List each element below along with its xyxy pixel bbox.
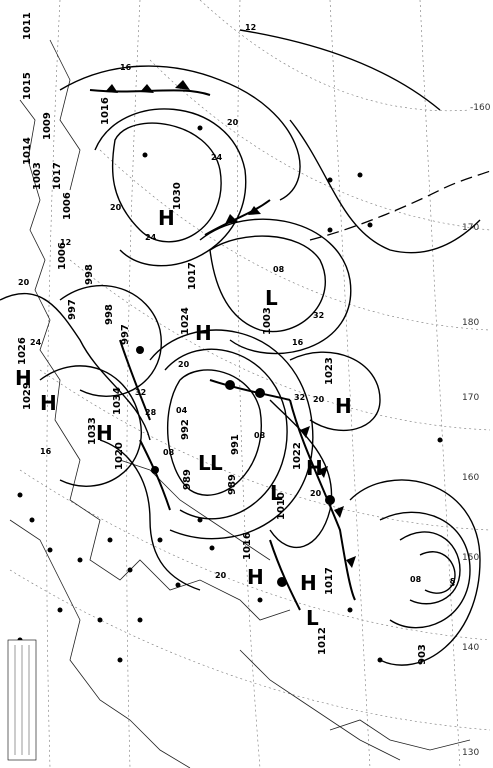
center-value: 989 (227, 474, 238, 495)
lon-label-6: 150 (462, 553, 479, 563)
center-value: 1020 (114, 442, 125, 470)
front-symbols (105, 80, 356, 587)
isobar-label: 20 (313, 395, 325, 404)
isobar-label: 32 (294, 393, 305, 402)
center-value: 1012 (317, 627, 328, 655)
low-center-marker: L (306, 606, 319, 630)
high-center-marker: H (335, 394, 352, 418)
center-value: 1006 (57, 242, 68, 270)
center-value: 1016 (100, 97, 111, 125)
map-info-box (7, 639, 37, 761)
lon-label-8: 130 (462, 748, 479, 758)
lon-label-4: 170 (462, 393, 479, 403)
isobar-label: 16 (40, 447, 52, 456)
lon-label-5: 160 (462, 473, 479, 483)
center-value: 992 (180, 419, 191, 440)
high-center-marker: H (15, 366, 32, 390)
center-value: 1026 (17, 337, 28, 365)
isobar-label: 12 (245, 23, 256, 32)
isobar-label: 20 (18, 278, 30, 287)
low-center-marker: L (198, 451, 211, 475)
low-center-marker: L (270, 481, 283, 505)
isobar-label: 08 (163, 448, 175, 457)
isobar-label: 20 (310, 489, 322, 498)
center-value: 1023 (324, 357, 335, 385)
high-center-marker: H (158, 206, 175, 230)
isobar-label: 16 (292, 338, 304, 347)
trough-line (309, 169, 493, 241)
low-center-marker: L (265, 286, 278, 310)
center-value: 1017 (187, 262, 198, 290)
isobar-label: 24 (30, 338, 42, 347)
center-value: 1015 (22, 72, 33, 100)
center-value: 997 (67, 299, 78, 320)
station-observations (17, 125, 443, 663)
center-value: 1006 (62, 192, 73, 220)
isobar-label: 20 (215, 571, 227, 580)
graticule (9, 0, 491, 768)
center-value: 989 (182, 469, 193, 490)
isobar-label: 04 (176, 406, 188, 415)
high-center-marker: H (96, 421, 113, 445)
typhoon-symbol: § (450, 577, 455, 588)
center-value: 1011 (22, 12, 33, 40)
high-center-marker: H (247, 565, 264, 589)
center-value: 903 (417, 644, 428, 665)
isobar-label: 12 (60, 238, 71, 247)
center-value: 997 (120, 324, 131, 345)
high-center-marker: H (40, 391, 57, 415)
isobar-label: 08 (254, 431, 266, 440)
center-value: 1014 (22, 137, 33, 165)
isobar-label: 20 (227, 118, 239, 127)
isobar-label: 28 (145, 408, 157, 417)
center-value: 1010 (276, 492, 287, 520)
center-value: 1030 (172, 182, 183, 210)
isobar-label: 08 (273, 265, 285, 274)
center-value: 991 (230, 434, 241, 455)
isobar-label: 20 (110, 203, 122, 212)
pressure-centers: 1011 1015 1016 1009 1014 1003 1017 1006 … (15, 12, 455, 665)
center-value: 1024 (180, 307, 191, 335)
center-value: 998 (84, 264, 95, 285)
isobar-label: 32 (313, 311, 324, 320)
center-value: 1033 (87, 417, 98, 445)
isobar-label: 08 (410, 575, 422, 584)
isobar-label: 24 (211, 153, 223, 162)
lon-label-1: -160 (470, 103, 491, 113)
center-value: 1017 (52, 162, 63, 190)
center-value: 1022 (292, 442, 303, 470)
center-value: 1029 (22, 382, 33, 410)
isobar-label: 20 (178, 360, 190, 369)
high-center-marker: H (300, 571, 317, 595)
center-value: 1009 (42, 112, 53, 140)
isobar-label: 16 (120, 63, 132, 72)
isobars (0, 29, 481, 666)
center-value: 1003 (32, 162, 43, 190)
center-value: 1016 (242, 532, 253, 560)
high-center-marker: H (195, 321, 212, 345)
center-value: 1034 (112, 387, 123, 415)
lon-label-7: 140 (462, 643, 479, 653)
center-value: 1017 (324, 567, 335, 595)
low-center-marker: L (210, 451, 223, 475)
center-value: 998 (104, 304, 115, 325)
isobar-label: 32 (135, 388, 146, 397)
lon-label-3: 180 (462, 318, 479, 328)
center-value: 1003 (262, 307, 273, 335)
coastlines (9, 39, 471, 768)
isobar-label: 24 (145, 233, 157, 242)
isobar-labels: 16 12 20 24 24 20 08 32 16 04 20 08 08 3… (18, 23, 422, 584)
high-center-marker: H (306, 456, 323, 480)
